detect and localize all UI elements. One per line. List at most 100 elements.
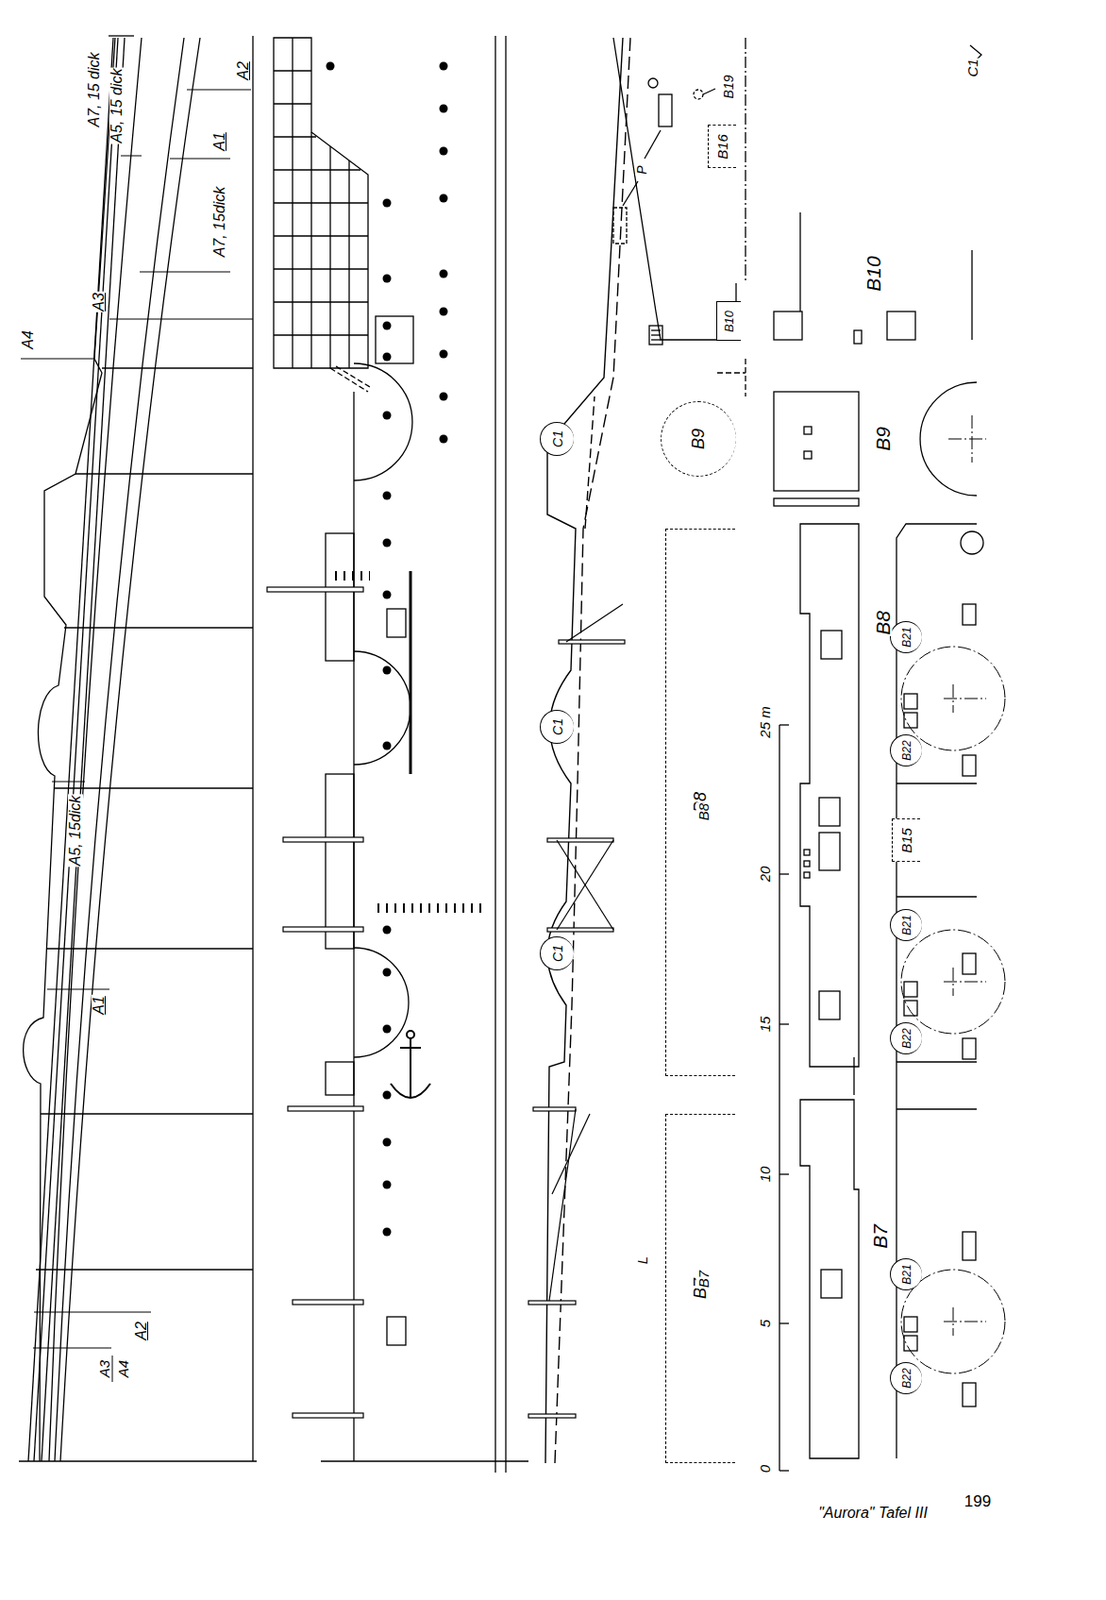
- side-view: [819, 832, 840, 871]
- side-view: [800, 523, 859, 1067]
- callout-label: C1: [965, 57, 980, 78]
- centre-line: [953, 684, 955, 713]
- boom: [283, 926, 364, 932]
- callout-label: A4: [20, 329, 36, 351]
- hull-line: [251, 35, 253, 1461]
- post: [533, 1106, 576, 1111]
- callout-label: A5, 15dick: [67, 794, 84, 868]
- callout-label: A3: [91, 291, 107, 313]
- hull-line: [33, 37, 118, 1461]
- side-view: [854, 330, 862, 344]
- leader-line: [47, 988, 110, 990]
- callout-label: B8: [696, 802, 711, 822]
- porthole: [383, 741, 392, 751]
- node-text: B22: [900, 1027, 912, 1048]
- centre-line: [901, 646, 1006, 751]
- post: [556, 839, 614, 930]
- node-text: B21: [900, 1263, 912, 1284]
- deck-area: B15: [891, 818, 921, 862]
- deckhouse: [703, 88, 716, 95]
- side-view: [896, 895, 977, 897]
- ladder: [335, 575, 486, 908]
- deckhouse: [622, 181, 638, 206]
- boom: [292, 1412, 364, 1418]
- porthole: [383, 352, 392, 362]
- leader-line: [169, 158, 231, 160]
- deckhouse: [649, 325, 663, 345]
- callout-label: A1: [91, 994, 107, 1016]
- callout-label: B10: [863, 254, 884, 292]
- superstructure: [273, 37, 414, 1461]
- leader-line: [139, 271, 231, 273]
- porthole: [383, 199, 392, 208]
- circled-label: B22: [889, 1022, 922, 1055]
- side-view: [962, 754, 976, 776]
- callout-label: A2: [134, 1320, 150, 1341]
- side-view: [821, 1269, 842, 1298]
- side-view: [804, 871, 810, 878]
- superstructure: [325, 773, 354, 949]
- post: [528, 603, 625, 1418]
- callout-label: A1: [212, 131, 228, 152]
- side-view: [904, 712, 918, 728]
- side-view: [896, 782, 977, 784]
- deck-box: B10: [716, 301, 741, 341]
- side-view: [800, 1099, 859, 1458]
- superstructure: [310, 132, 312, 369]
- superstructure: [353, 947, 409, 1057]
- node-text: B15: [899, 827, 914, 854]
- superstructure: [353, 651, 411, 765]
- superstructure: [273, 37, 369, 369]
- porthole: [439, 62, 449, 71]
- post: [556, 839, 614, 930]
- superstructure: [386, 608, 406, 637]
- circled-label: B22: [889, 734, 922, 767]
- frame-line: [504, 35, 506, 1473]
- deckhouse: [651, 334, 661, 336]
- callout-label: 5: [757, 1318, 772, 1328]
- centre-line: [948, 438, 987, 440]
- superstructure: [273, 201, 369, 203]
- anchor-symbol: [400, 1046, 421, 1049]
- porthole: [439, 104, 449, 114]
- centre-line: [953, 967, 955, 996]
- leader-line: [186, 89, 252, 91]
- callout-label: 15: [757, 1015, 772, 1034]
- side-view: [819, 990, 840, 1020]
- side-view: [962, 1231, 976, 1260]
- circled-label: C1: [539, 709, 574, 744]
- node-text: B22: [900, 739, 912, 760]
- node-text: B9: [690, 428, 708, 450]
- node-text: B21: [900, 626, 912, 647]
- node-text: B10: [722, 309, 736, 332]
- side-view: [904, 981, 918, 997]
- deckhouse: [644, 130, 661, 159]
- centre-line: [943, 1321, 987, 1323]
- frame-line: [320, 35, 529, 1473]
- side-view: [962, 603, 976, 625]
- porthole: [383, 666, 392, 675]
- porthole: [383, 1024, 392, 1034]
- side-view: [804, 451, 812, 459]
- hull-line: [75, 472, 253, 474]
- boom: [292, 1299, 364, 1305]
- centre-line: [901, 415, 1006, 1374]
- deck-area: B16: [707, 124, 737, 168]
- porthole: [383, 1180, 392, 1190]
- boom: [287, 1106, 364, 1111]
- hull-line: [60, 37, 201, 1461]
- scale-bar: [779, 723, 789, 725]
- leader-line: [120, 155, 142, 157]
- node-text: C1: [551, 718, 565, 736]
- post: [528, 1413, 576, 1418]
- boom: [267, 586, 364, 592]
- leader-line: [33, 1347, 112, 1349]
- side-view: [799, 212, 801, 312]
- superstructure: [273, 334, 369, 336]
- deck-edge: [545, 37, 623, 1463]
- node-text: C1: [551, 430, 565, 448]
- hull-line: [64, 626, 253, 628]
- callout-label: B7: [870, 1223, 890, 1250]
- post: [528, 1300, 576, 1305]
- side-view: [773, 212, 984, 1458]
